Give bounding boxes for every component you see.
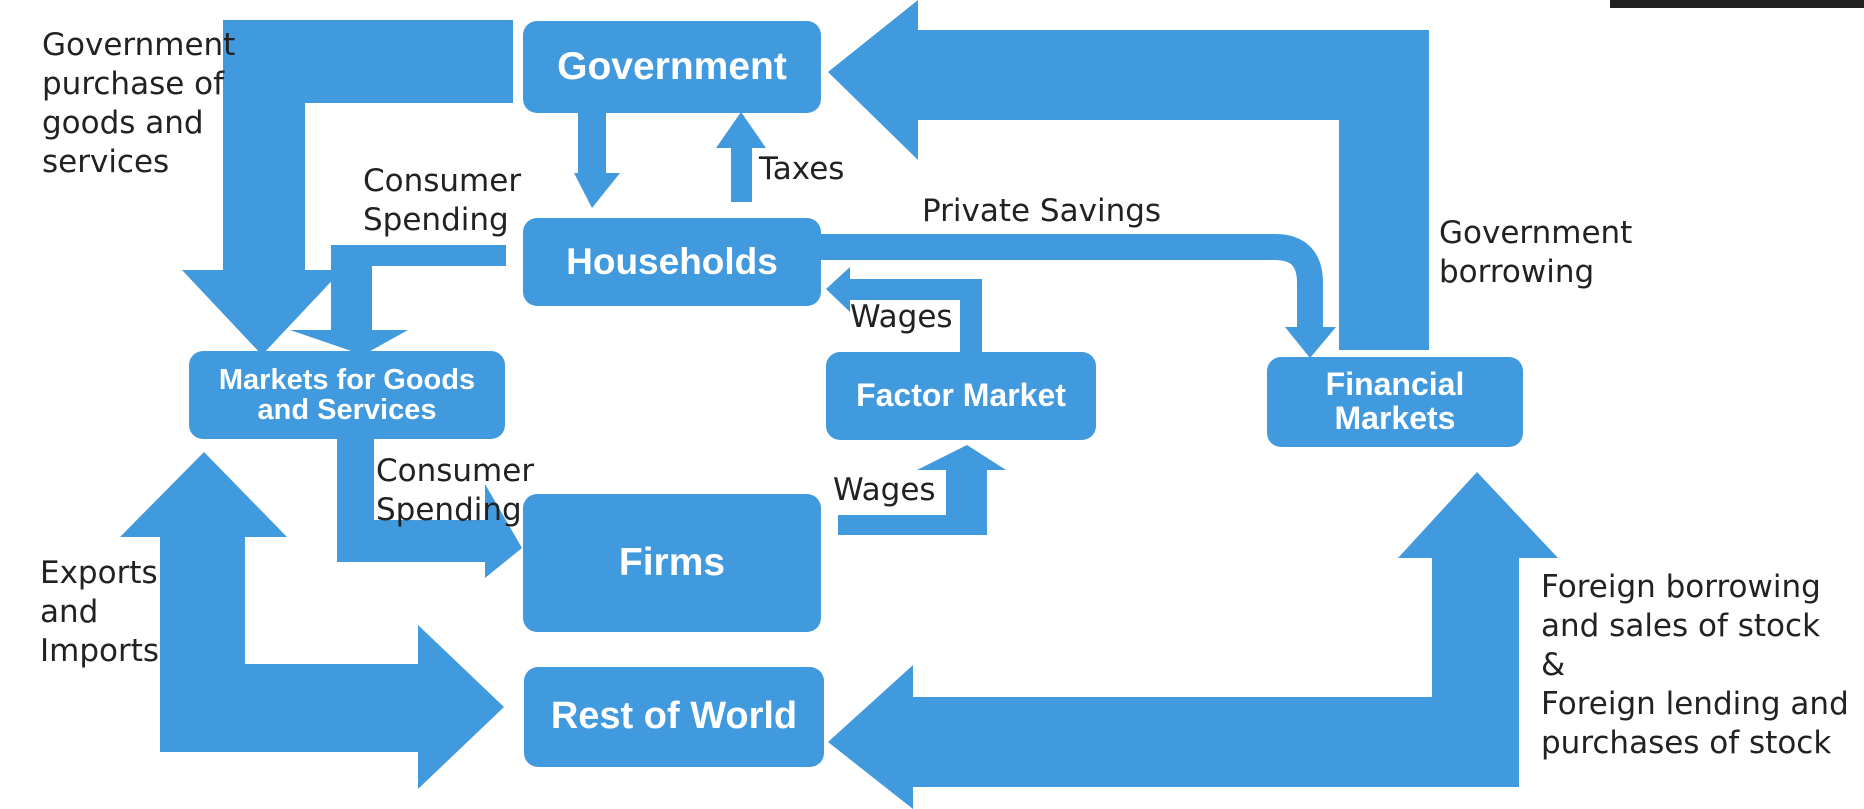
factor-market-box: Factor Market (826, 352, 1096, 440)
financial-markets-box: Financial Markets (1267, 357, 1523, 447)
households-label: Households (566, 243, 778, 282)
arrow-consumer-spending-top (290, 245, 506, 355)
firms-box: Firms (523, 494, 821, 632)
firms-label: Firms (619, 543, 725, 584)
video-thumbnail-edge (1610, 0, 1864, 8)
exports-imports-label: Exports and Imports (40, 554, 159, 671)
arrow-government-to-households (574, 113, 620, 208)
markets-box: Markets for Goods and Services (189, 351, 505, 439)
financial-markets-label: Financial Markets (1326, 368, 1465, 435)
government-purchase-label: Government purchase of goods and service… (42, 26, 235, 182)
consumer-spending-bottom-label: Consumer Spending (376, 452, 534, 530)
arrow-private-savings-head (1285, 327, 1336, 358)
foreign-flows-label: Foreign borrowing and sales of stock & F… (1541, 568, 1849, 763)
private-savings-label: Private Savings (922, 192, 1161, 231)
consumer-spending-top-label: Consumer Spending (363, 162, 521, 240)
markets-label: Markets for Goods and Services (219, 365, 475, 426)
wages-top-label: Wages (850, 298, 953, 337)
wages-bottom-label: Wages (833, 471, 936, 510)
rest-of-world-box: Rest of World (524, 667, 824, 767)
factor-market-label: Factor Market (856, 379, 1066, 413)
government-box: Government (523, 21, 821, 113)
government-borrowing-label: Government borrowing (1439, 214, 1632, 292)
taxes-label: Taxes (759, 150, 844, 189)
rest-of-world-label: Rest of World (551, 697, 797, 737)
government-label: Government (557, 47, 787, 88)
households-box: Households (523, 218, 821, 306)
